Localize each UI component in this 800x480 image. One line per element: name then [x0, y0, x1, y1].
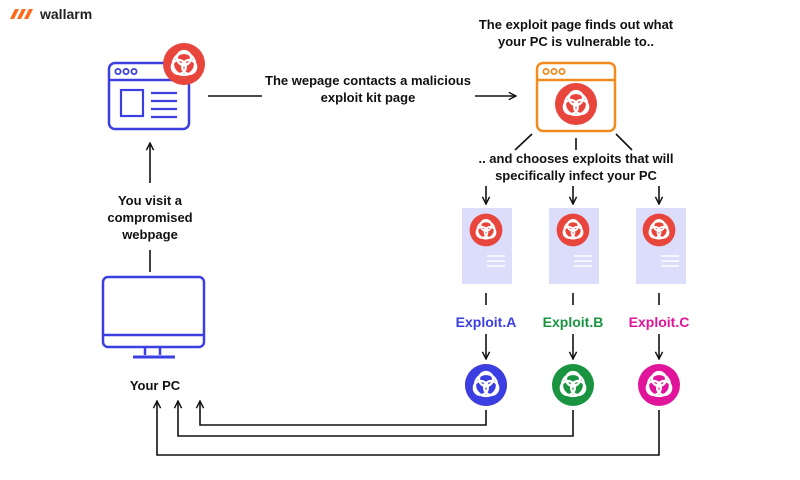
wallarm-logo-icon	[10, 9, 33, 19]
exploit-b-biohazard-icon	[552, 364, 594, 406]
step-visit-text: You visit a compromised webpage	[107, 193, 193, 242]
compromised-webpage-icon	[107, 61, 191, 131]
brand-name: wallarm	[40, 6, 93, 22]
exploit-c-biohazard-icon	[638, 364, 680, 406]
step-chooses-text: .. and chooses exploits that will specif…	[478, 151, 674, 183]
exploit-c-document-icon	[636, 208, 686, 284]
line-page-to-choose-left	[514, 133, 533, 151]
biohazard-icon	[553, 81, 599, 127]
step-finds-out-text: The exploit page finds out what your PC …	[478, 17, 674, 49]
return-path-exploit-c	[157, 401, 660, 456]
exploit-b-label: Exploit.B	[542, 314, 604, 330]
exploit-c-label: Exploit.C	[628, 314, 690, 330]
brand-header: wallarm	[8, 6, 92, 22]
return-path-exploit-a	[200, 401, 487, 426]
monitor-icon	[101, 275, 206, 359]
biohazard-icon	[161, 41, 207, 87]
line-page-to-choose-right	[615, 133, 633, 151]
exploit-a-document-icon	[462, 208, 512, 284]
exploit-a-symbol	[472, 370, 500, 398]
exploit-a-label: Exploit.A	[455, 314, 517, 330]
step-contacts-text: The wepage contacts a malicious exploit …	[262, 72, 474, 106]
exploit-b-document-icon	[549, 208, 599, 284]
your-pc-label: Your PC	[129, 378, 181, 393]
flow-connectors	[150, 96, 660, 456]
return-path-exploit-b	[178, 401, 574, 437]
